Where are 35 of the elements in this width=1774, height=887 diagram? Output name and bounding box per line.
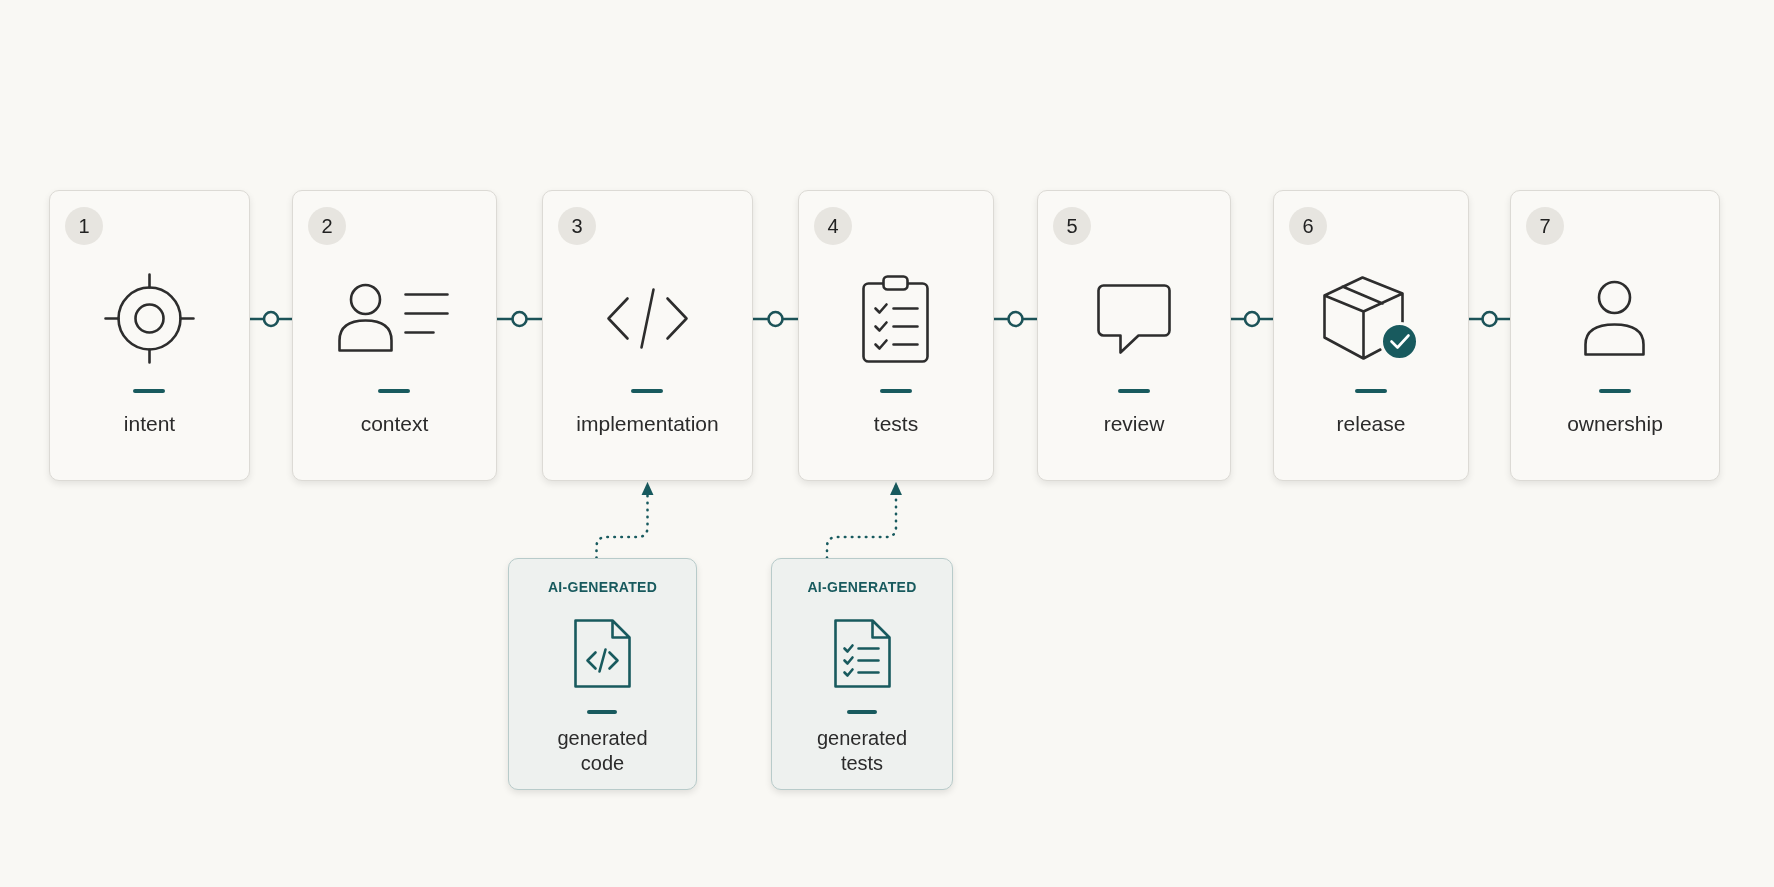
- step-number: 5: [1053, 207, 1091, 245]
- step-card: [1510, 190, 1720, 481]
- step-card: [1273, 190, 1469, 481]
- ai-generated-tag: AI-GENERATED: [547, 579, 658, 596]
- connector-line: [497, 317, 542, 321]
- step-card: [49, 190, 250, 481]
- step-label: intent: [123, 411, 176, 437]
- step-label: review: [1103, 411, 1165, 437]
- ai-generated-card: [508, 558, 697, 790]
- step-number: 3: [558, 207, 596, 245]
- step-label: implementation: [576, 411, 719, 437]
- step-label: context: [360, 411, 429, 437]
- step-label: ownership: [1567, 411, 1663, 437]
- artifact-label: generated code: [556, 726, 649, 776]
- connector-line: [753, 317, 798, 321]
- step-label: release: [1336, 411, 1406, 437]
- dotted-arrow: [595, 481, 654, 560]
- step-number: 4: [814, 207, 852, 245]
- dotted-arrow: [825, 481, 902, 560]
- artifact-label: generated tests: [815, 726, 909, 776]
- connector-line: [250, 317, 292, 321]
- connector-line: [1231, 317, 1273, 321]
- connector-line: [994, 317, 1037, 321]
- step-number: 2: [308, 207, 346, 245]
- step-card: [798, 190, 994, 481]
- step-label: tests: [873, 411, 919, 437]
- connector-line: [1469, 317, 1510, 321]
- step-number: 1: [65, 207, 103, 245]
- step-card: [542, 190, 753, 481]
- step-card: [1037, 190, 1231, 481]
- ai-generated-card: [771, 558, 953, 790]
- step-card: [292, 190, 497, 481]
- ai-generated-tag: AI-GENERATED: [807, 579, 917, 596]
- step-number: 7: [1526, 207, 1564, 245]
- step-number: 6: [1289, 207, 1327, 245]
